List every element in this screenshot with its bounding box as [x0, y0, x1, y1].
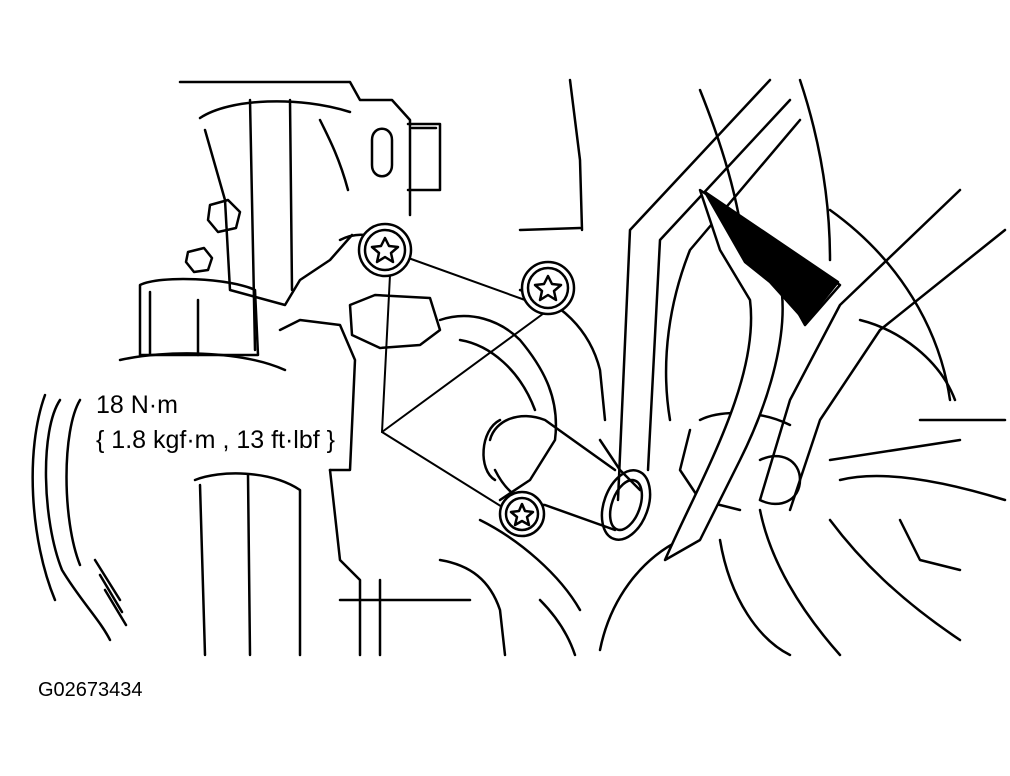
leader-lines [381, 254, 556, 516]
torx-bolt-icon [498, 490, 546, 538]
torx-bolt-icon [357, 222, 413, 278]
figure-id: G02673434 [38, 679, 143, 701]
engine-housing [31, 78, 642, 657]
direction-arrow-icon [663, 188, 842, 562]
hex-bolt-icon [184, 127, 394, 274]
belt-and-bracket [598, 78, 1007, 657]
torx-bolt-icon [520, 260, 576, 316]
torque-conversion-label: { 1.8 kgf·m , 13 ft·lbf } [94, 425, 338, 455]
torque-value-label: 18 N·m [94, 390, 180, 420]
